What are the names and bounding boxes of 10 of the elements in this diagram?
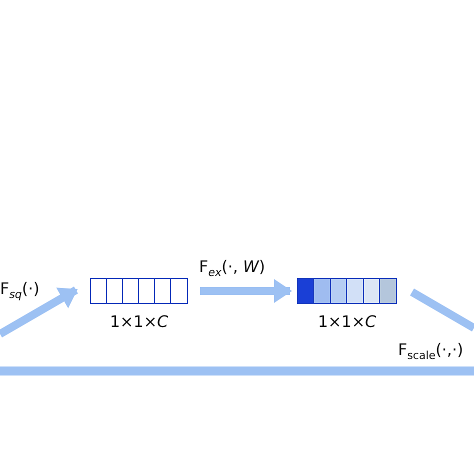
operation-label: F$_{scale}$(·,·) xyxy=(398,342,464,362)
connector-line xyxy=(410,288,474,332)
edge-label: F$_{ex}$(·, W) xyxy=(199,259,266,278)
arrow xyxy=(200,279,292,303)
dimension-label: 1×1×C xyxy=(318,314,376,330)
channel-vector-bar xyxy=(90,278,188,304)
arrow xyxy=(0,286,78,338)
channel-vector-bar xyxy=(297,278,397,304)
dimension-label: 1×1×C xyxy=(110,314,168,330)
edge-label: F$_{sq}$(·) xyxy=(0,281,40,300)
